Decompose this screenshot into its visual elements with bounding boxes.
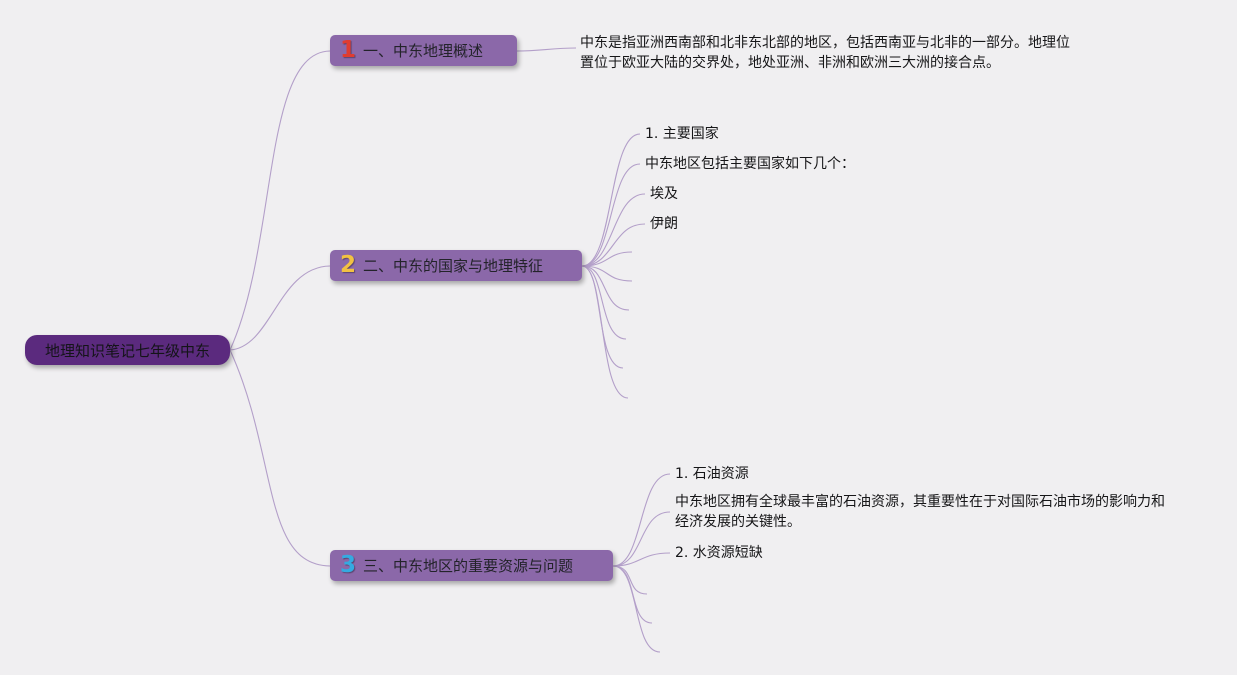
branch-label: 三、中东地区的重要资源与问题 (363, 557, 574, 575)
child-node-oil-note[interactable]: 中东地区拥有全球最丰富的石油资源，其重要性在于对国际石油市场的影响力和经济发展的… (675, 494, 1165, 530)
branch-number: 2 (340, 252, 357, 278)
branch-label: 一、中东地理概述 (363, 42, 484, 60)
child-node-overview-note[interactable]: 中东是指亚洲西南部和北非东北部的地区，包括西南亚与北非的一部分。地理位置位于欧亚… (580, 35, 1070, 71)
connector-root-branch1 (229, 50, 331, 351)
branch-number: 3 (340, 552, 357, 578)
branch-node-countries[interactable]: 2 二、中东的国家与地理特征 (330, 250, 582, 281)
connector-branch1-note (516, 47, 577, 52)
child-node-water-shortage[interactable]: 2. 水资源短缺 (675, 545, 763, 561)
child-node-iran[interactable]: 伊朗 (650, 216, 678, 232)
branch-node-resources[interactable]: 3 三、中东地区的重要资源与问题 (330, 550, 613, 581)
branch-label: 二、中东的国家与地理特征 (363, 257, 544, 275)
child-node-oil-resources[interactable]: 1. 石油资源 (675, 466, 749, 482)
connector-root-branch2 (229, 265, 331, 351)
child-node-egypt[interactable]: 埃及 (650, 186, 678, 202)
child-node-main-countries[interactable]: 1. 主要国家 (645, 126, 719, 142)
branch-number: 1 (340, 37, 357, 63)
branch-node-overview[interactable]: 1 一、中东地理概述 (330, 35, 517, 66)
child-node-countries-intro[interactable]: 中东地区包括主要国家如下几个： (645, 156, 855, 172)
connector-root-branch3 (229, 349, 331, 567)
root-node[interactable]: 地理知识笔记七年级中东 (25, 335, 230, 365)
